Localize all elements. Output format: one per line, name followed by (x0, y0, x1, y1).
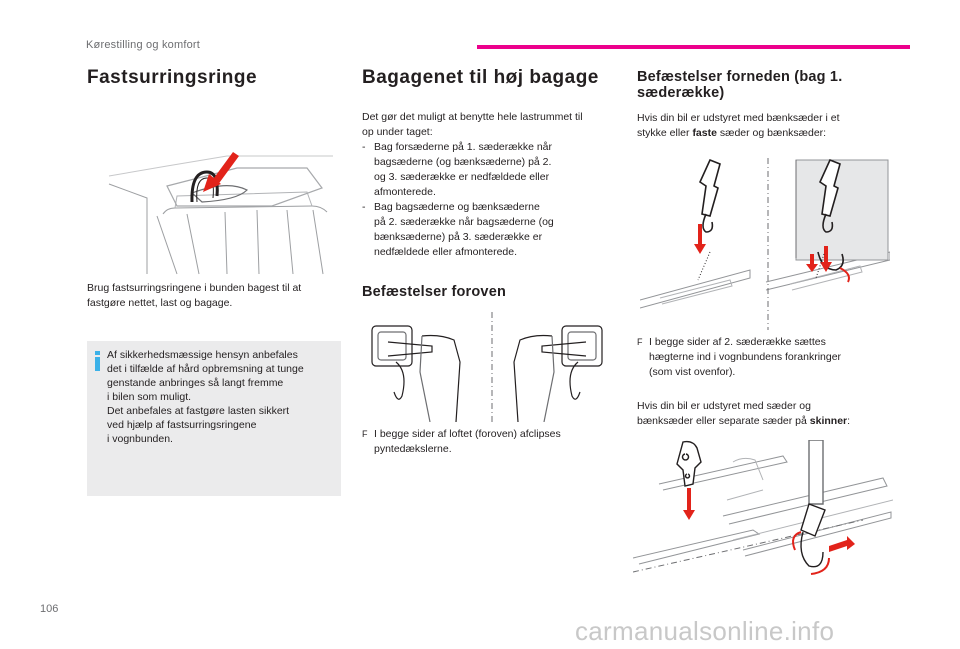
upper-anchors-step: F I begge sider af loftet (foroven) afcl… (362, 427, 618, 457)
condition-list: - Bag forsæderne på 1. sæderække når bag… (362, 140, 618, 260)
watermark: carmanualsonline.info (575, 616, 835, 646)
intro-line: op under taget: (362, 126, 433, 138)
info-line: Af sikkerhedsmæssige hensyn anbefales (107, 349, 298, 361)
column-lashing-rings: Fastsurringsringe (87, 66, 341, 90)
step-line: hægterne ind i vognbundens forankringer (649, 351, 842, 363)
safety-info-box: Af sikkerhedsmæssige hensyn anbefales de… (87, 341, 341, 496)
page-number: 106 (40, 603, 59, 615)
lower-anchors-step: F I begge sider af 2. sæderække sættes h… (637, 335, 893, 380)
red-arrow-icon (694, 224, 832, 272)
heading-high-load-net: Bagagenet til høj bagage (362, 67, 599, 88)
intro-line: Det gør det muligt at benytte hele lastr… (362, 111, 583, 123)
list-item: - Bag bagsæderne og bænksæderne på 2. sæ… (362, 201, 554, 258)
info-line: ved hjælp af fastsurringsringene (107, 419, 257, 431)
info-line: Det anbefales at fastgøre lasten sikkert (107, 405, 290, 417)
heading-lashing-rings: Fastsurringsringe (87, 67, 258, 88)
red-arrow-icon (683, 488, 855, 552)
info-line: i vognbunden. (107, 433, 173, 445)
section-title: Kørestilling og komfort (86, 39, 201, 51)
red-arrow-icon (203, 152, 239, 192)
intro-line: Hvis din bil er udstyret med bænksæder i… (637, 112, 840, 124)
info-line: i bilen som muligt. (107, 391, 192, 403)
info-line: det i tilfælde af hård opbremsning at tu… (107, 363, 304, 375)
body-line: Brug fastsurringsringene i bunden bagest… (87, 282, 302, 294)
high-load-net-body: Det gør det muligt at benytte hele lastr… (362, 110, 618, 260)
step-line: I begge sider af loftet (foroven) afclip… (374, 428, 561, 440)
step-line: I begge sider af 2. sæderække sættes (649, 336, 826, 348)
lower-anchors-intro: Hvis din bil er udstyret med bænksæder i… (637, 111, 893, 141)
section-accent-bar (477, 45, 910, 49)
illustration-floor-anchors (640, 158, 890, 330)
list-item: - Bag forsæderne på 1. sæderække når bag… (362, 141, 553, 198)
step-marker: F (637, 337, 643, 347)
step-line: pyntedækslerne. (374, 443, 452, 455)
column-lower-anchors: Befæstelser forneden (bag 1. sæderække) (637, 69, 893, 101)
info-line: genstande anbringes så langt fremme (107, 377, 284, 389)
step-line: (som vist ovenfor). (649, 366, 736, 378)
outro-line: Hvis din bil er udstyret med sæder og (637, 400, 811, 412)
intro-line: stykke eller faste sæder og bænksæder: (637, 127, 827, 139)
body-line: fastgøre nettet, last og bagage. (87, 297, 233, 309)
heading-upper-anchors: Befæstelser foroven (362, 284, 507, 300)
heading-lower-anchors: Befæstelser forneden (bag 1. sæderække) (637, 69, 843, 101)
step-marker: F (362, 429, 368, 439)
lower-anchors-outro: Hvis din bil er udstyret med sæder og bæ… (637, 399, 893, 429)
illustration-lashing-ring (107, 106, 335, 276)
column-high-load-net: Bagagenet til høj bagage (362, 66, 616, 90)
lashing-rings-body: Brug fastsurringsringene i bunden bagest… (87, 281, 341, 311)
illustration-rail-anchors (633, 440, 893, 600)
info-icon (95, 351, 100, 371)
outro-line: bænksæder eller separate sæder på skinne… (637, 415, 851, 427)
illustration-upper-anchors (368, 312, 616, 422)
